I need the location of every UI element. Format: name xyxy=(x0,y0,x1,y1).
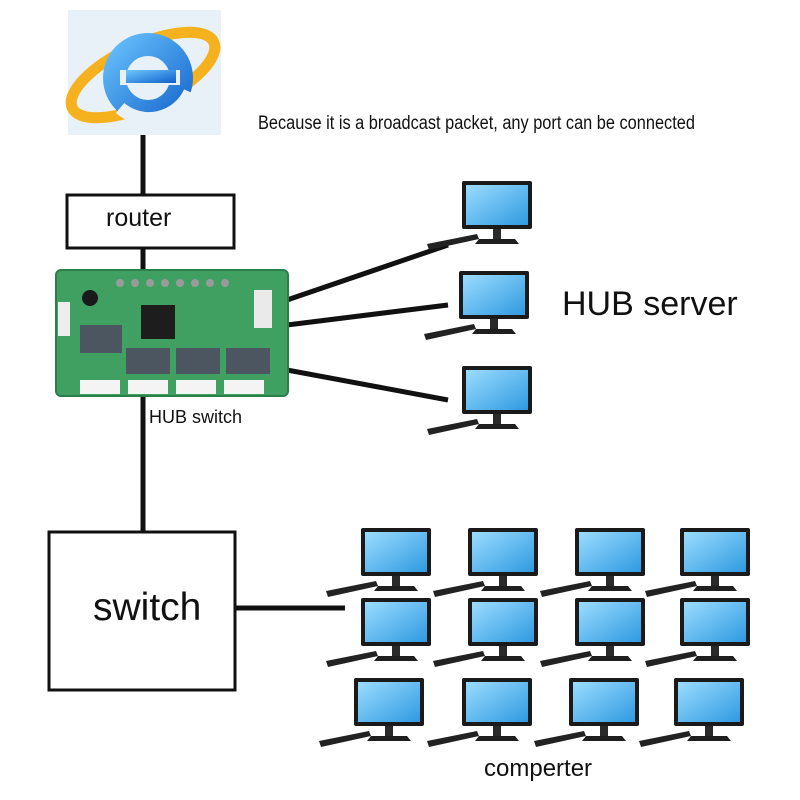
desktop-computer-icon xyxy=(326,528,431,597)
desktop-computer-icon xyxy=(540,598,645,667)
desktop-computer-icon xyxy=(645,528,750,597)
desktop-computer-icon xyxy=(540,528,645,597)
line-hub-pc3 xyxy=(286,367,449,403)
hub-switch-label: HUB switch xyxy=(149,407,243,427)
circuit-board-icon xyxy=(55,269,289,397)
connection-lines xyxy=(140,130,449,611)
router-box xyxy=(65,193,236,250)
desktop-computer-icon xyxy=(534,678,639,747)
desktop-computer-icon xyxy=(433,598,538,667)
switch-label: switch xyxy=(93,586,202,629)
computer-grid xyxy=(319,528,750,747)
router-label: router xyxy=(106,204,172,232)
computers-label: comperter xyxy=(484,755,593,782)
switch-box xyxy=(47,530,237,692)
desktop-computer-icon xyxy=(645,598,750,667)
desktop-computer-icon xyxy=(427,181,532,250)
desktop-computer-icon xyxy=(319,678,424,747)
internet-explorer-icon xyxy=(65,10,221,135)
desktop-computer-icon xyxy=(433,528,538,597)
desktop-computer-icon xyxy=(639,678,744,747)
broadcast-note: Because it is a broadcast packet, any po… xyxy=(258,113,695,134)
desktop-computer-icon xyxy=(427,678,532,747)
line-hub-pc2 xyxy=(286,302,449,328)
line-hub-pc1 xyxy=(286,242,449,303)
hub-server-label: HUB server xyxy=(562,285,738,323)
